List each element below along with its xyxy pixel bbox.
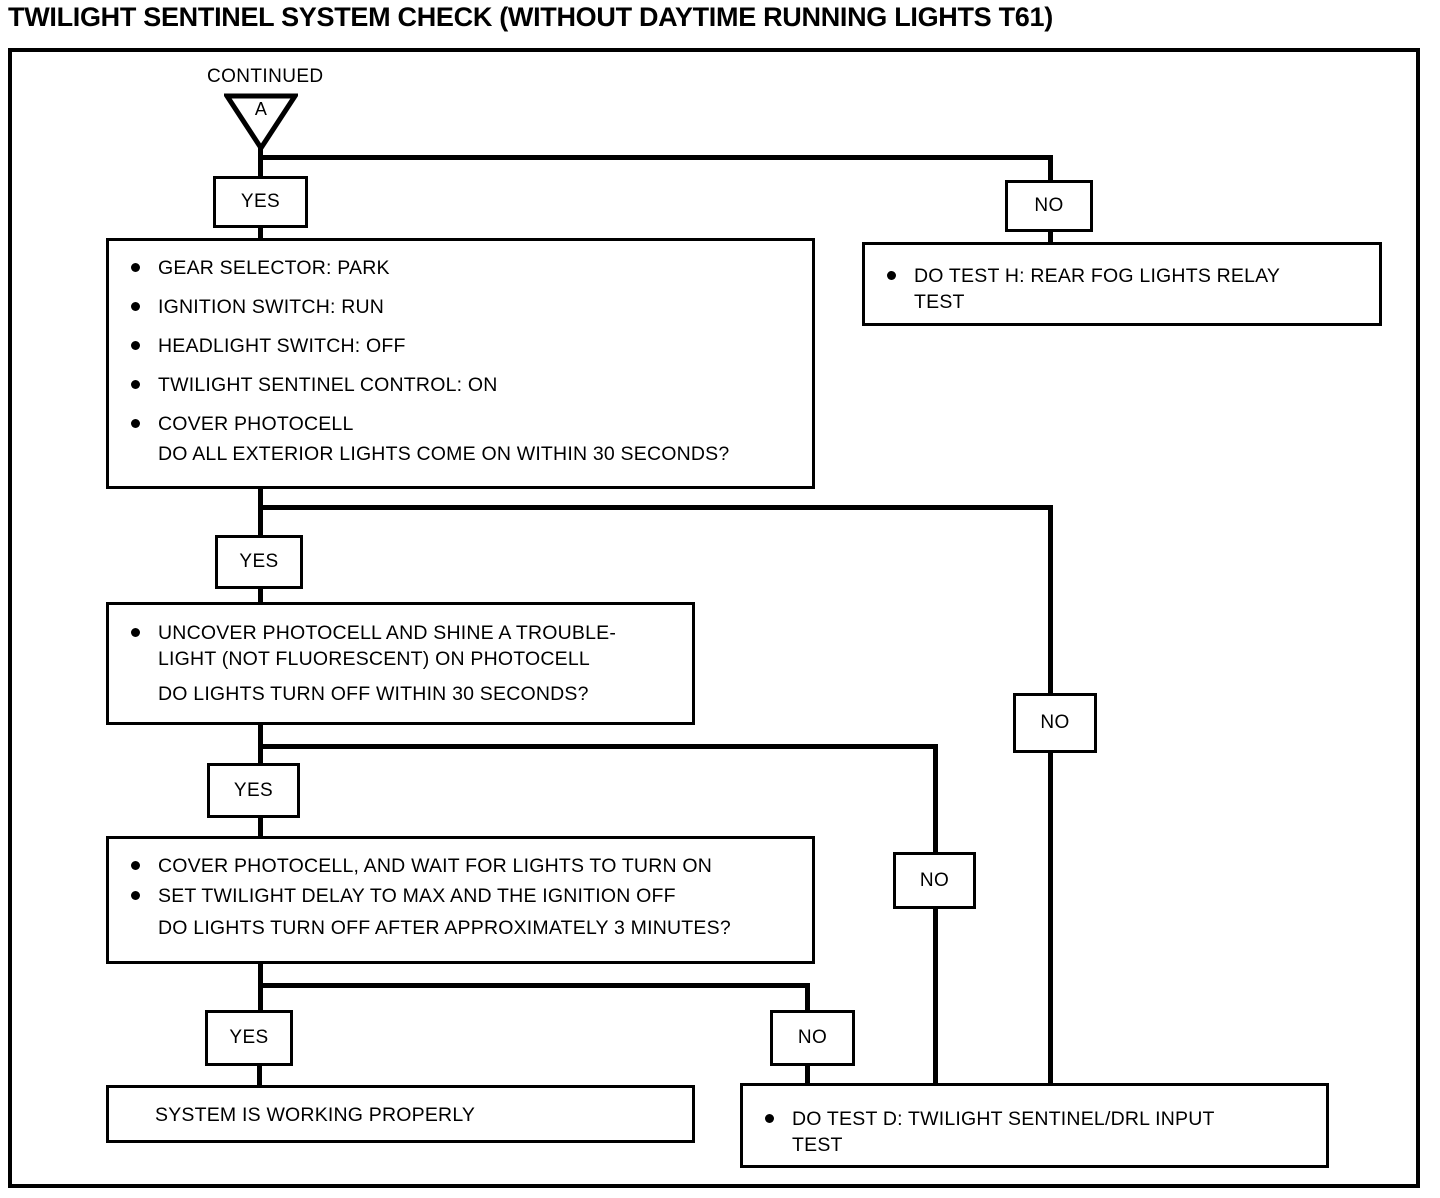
decision-no-3[interactable]: NO	[893, 852, 976, 909]
step1-bullet-5: COVER PHOTOCELL	[131, 411, 796, 437]
decision-yes-1[interactable]: YES	[213, 176, 308, 228]
step1-bullet-3-text: HEADLIGHT SWITCH: OFF	[158, 335, 406, 357]
edge-step3-to-yes4	[258, 962, 263, 1014]
edge-yes1-to-step1	[258, 226, 263, 240]
step1-question: DO ALL EXTERIOR LIGHTS COME ON WITHIN 30…	[158, 443, 730, 465]
step1-bullet-4-text: TWILIGHT SENTINEL CONTROL: ON	[158, 374, 498, 396]
step-2-box: UNCOVER PHOTOCELL AND SHINE A TROUBLE- L…	[106, 602, 695, 725]
edge-no4-to-test-d	[805, 1063, 810, 1085]
decision-no-4[interactable]: NO	[770, 1010, 855, 1066]
step2-bullet-text: UNCOVER PHOTOCELL AND SHINE A TROUBLE- L…	[158, 620, 676, 672]
edge-step3-branch-no4	[258, 983, 810, 988]
bullet-dot-icon	[131, 263, 140, 272]
edge-down-to-no3	[933, 744, 938, 856]
triangle-icon	[224, 93, 298, 151]
step1-bullet-2-text: IGNITION SWITCH: RUN	[158, 296, 385, 318]
step3-bullet-2-text: SET TWILIGHT DELAY TO MAX AND THE IGNITI…	[158, 885, 676, 907]
edge-yes2-to-step2	[258, 586, 263, 604]
test-h-line-2: TEST	[914, 291, 965, 313]
step3-bullet-1-text: COVER PHOTOCELL, AND WAIT FOR LIGHTS TO …	[158, 855, 713, 877]
test-h-bullet: DO TEST H: REAR FOG LIGHTS RELAY	[887, 263, 1363, 289]
edge-step2-branch-no3	[258, 744, 938, 749]
step1-bullet-4: TWILIGHT SENTINEL CONTROL: ON	[131, 372, 796, 398]
step2-bullet-line-2: LIGHT (NOT FLUORESCENT) ON PHOTOCELL	[158, 648, 590, 670]
bullet-dot-icon	[131, 380, 140, 389]
step3-bullet-1: COVER PHOTOCELL, AND WAIT FOR LIGHTS TO …	[131, 853, 796, 879]
edge-connector-to-yes1	[258, 146, 263, 178]
test-h-line-1: DO TEST H: REAR FOG LIGHTS RELAY	[914, 265, 1281, 287]
test-d-bullet: DO TEST D: TWILIGHT SENTINEL/DRL INPUT	[765, 1106, 1310, 1132]
bullet-dot-icon	[131, 628, 140, 637]
edge-down-to-no1	[1048, 155, 1053, 183]
edge-down-to-no2	[1048, 505, 1053, 695]
edge-no3-to-test-d	[933, 906, 938, 1086]
outcome-test-h-box: DO TEST H: REAR FOG LIGHTS RELAY TEST	[862, 242, 1382, 326]
edge-no2-to-test-d	[1048, 750, 1053, 1085]
edge-step1-to-yes2	[258, 487, 263, 540]
edge-yes3-to-step3	[258, 815, 263, 837]
decision-yes-3[interactable]: YES	[207, 763, 300, 818]
step3-question: DO LIGHTS TURN OFF AFTER APPROXIMATELY 3…	[158, 917, 731, 939]
step1-bullet-2: IGNITION SWITCH: RUN	[131, 294, 796, 320]
step1-bullet-1-text: GEAR SELECTOR: PARK	[158, 257, 390, 279]
diagram-frame	[8, 48, 1420, 1188]
step1-bullet-1: GEAR SELECTOR: PARK	[131, 255, 796, 281]
test-d-line-1: DO TEST D: TWILIGHT SENTINEL/DRL INPUT	[792, 1108, 1215, 1130]
step-3-box: COVER PHOTOCELL, AND WAIT FOR LIGHTS TO …	[106, 836, 815, 964]
edge-yes4-to-system-ok	[257, 1063, 262, 1085]
decision-yes-2[interactable]: YES	[215, 535, 303, 589]
outcome-test-d-box: DO TEST D: TWILIGHT SENTINEL/DRL INPUT T…	[740, 1083, 1329, 1168]
bullet-dot-icon	[131, 891, 140, 900]
decision-yes-4[interactable]: YES	[205, 1010, 293, 1066]
step-1-box: GEAR SELECTOR: PARK IGNITION SWITCH: RUN…	[106, 238, 815, 489]
decision-no-2[interactable]: NO	[1013, 693, 1097, 753]
step3-bullet-2: SET TWILIGHT DELAY TO MAX AND THE IGNITI…	[131, 883, 796, 909]
bullet-dot-icon	[887, 271, 896, 280]
outcome-system-ok-box: SYSTEM IS WORKING PROPERLY	[106, 1085, 695, 1143]
bullet-dot-icon	[131, 861, 140, 870]
connector-a-triangle: A	[224, 93, 298, 151]
step2-bullet-line-1: UNCOVER PHOTOCELL AND SHINE A TROUBLE-	[158, 622, 617, 644]
system-ok-text: SYSTEM IS WORKING PROPERLY	[155, 1104, 476, 1126]
connector-a-letter: A	[254, 99, 268, 119]
step2-question: DO LIGHTS TURN OFF WITHIN 30 SECONDS?	[158, 683, 589, 705]
edge-branch-to-no1	[258, 155, 1053, 160]
step1-bullet-3: HEADLIGHT SWITCH: OFF	[131, 333, 796, 359]
step2-bullet: UNCOVER PHOTOCELL AND SHINE A TROUBLE- L…	[131, 620, 676, 672]
test-d-line-2: TEST	[792, 1134, 843, 1156]
edge-no1-to-test-h	[1048, 230, 1053, 243]
continued-label: CONTINUED	[207, 66, 324, 87]
bullet-dot-icon	[131, 419, 140, 428]
decision-no-1[interactable]: NO	[1005, 180, 1093, 232]
edge-down-to-no4	[805, 983, 810, 1014]
bullet-dot-icon	[131, 341, 140, 350]
bullet-dot-icon	[765, 1114, 774, 1123]
step1-bullet-5-text: COVER PHOTOCELL	[158, 413, 354, 435]
page-title: TWILIGHT SENTINEL SYSTEM CHECK (WITHOUT …	[8, 2, 1053, 32]
bullet-dot-icon	[131, 302, 140, 311]
edge-step1-branch-no2	[258, 505, 1053, 510]
